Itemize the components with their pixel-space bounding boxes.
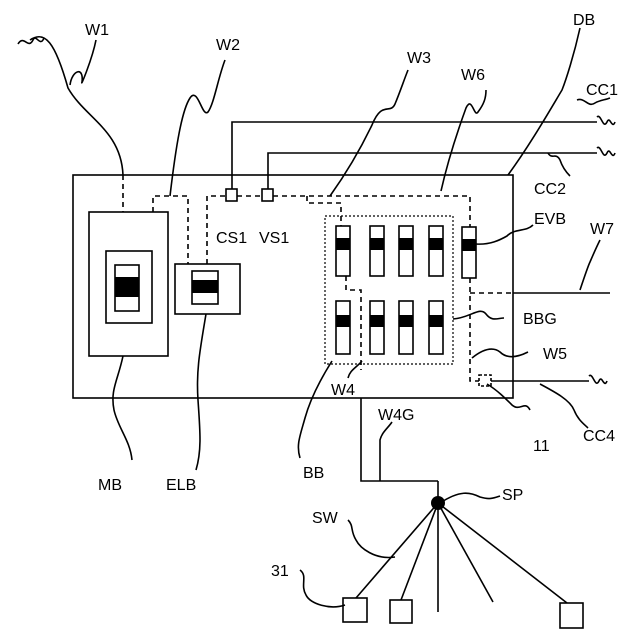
label-cc1: CC1 — [586, 82, 618, 99]
wire-end-marks — [18, 38, 615, 383]
terminal-boxes — [343, 598, 583, 628]
label-mb: MB — [98, 477, 122, 494]
current-sensor — [226, 189, 237, 201]
label-sp: SP — [502, 487, 523, 504]
label-w7: W7 — [590, 221, 614, 238]
label-elb: ELB — [166, 477, 196, 494]
label-w4g: W4G — [378, 407, 414, 424]
label-11: 11 — [533, 438, 550, 455]
branch-wires — [356, 481, 567, 612]
label-bb: BB — [303, 465, 324, 482]
external-wiring — [30, 37, 610, 481]
label-cc4: CC4 — [583, 428, 615, 445]
earth-leakage-breaker — [175, 264, 240, 314]
label-vs1: VS1 — [259, 230, 289, 247]
branch-breakers-upper — [336, 226, 443, 276]
label-w4: W4 — [331, 382, 355, 399]
label-w5: W5 — [543, 346, 567, 363]
label-31: 31 — [271, 563, 289, 580]
label-w6: W6 — [461, 67, 485, 84]
main-breaker — [89, 212, 168, 356]
labels: W1 W2 W3 W6 DB CC1 CC2 EVB W7 CS1 VS1 BB… — [85, 12, 618, 580]
voltage-sensor — [262, 189, 273, 201]
label-cc2: CC2 — [534, 181, 566, 198]
label-cs1: CS1 — [216, 230, 247, 247]
internal-wiring — [123, 175, 513, 381]
label-w1: W1 — [85, 22, 109, 39]
branch-breakers-lower — [336, 301, 443, 354]
label-bbg: BBG — [523, 311, 557, 328]
ev-breaker — [462, 227, 476, 278]
label-db: DB — [573, 12, 595, 29]
sensor-11 — [479, 375, 491, 386]
label-w3: W3 — [407, 50, 431, 67]
label-evb: EVB — [534, 211, 566, 228]
label-sw: SW — [312, 510, 339, 527]
label-w2: W2 — [216, 37, 240, 54]
